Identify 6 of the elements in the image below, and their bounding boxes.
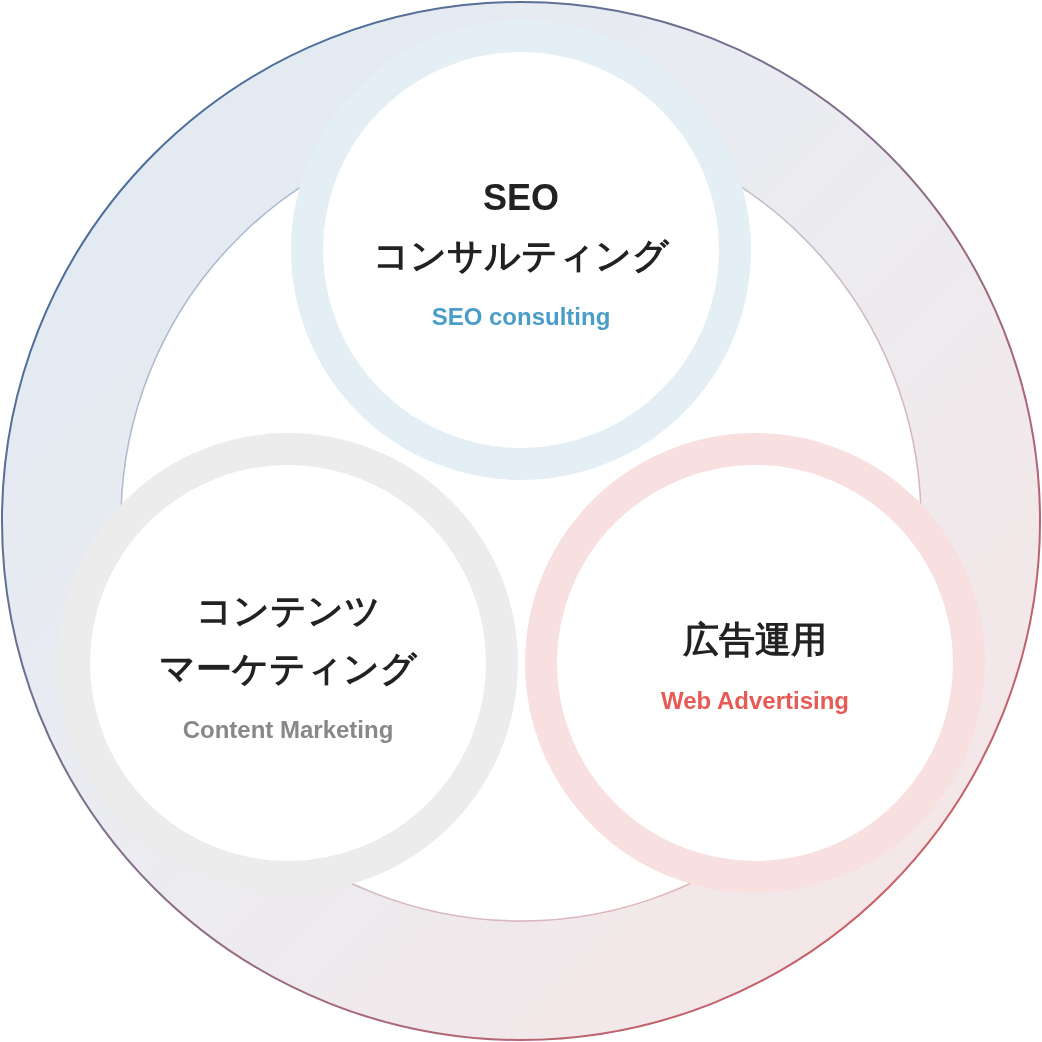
service-subtitle: Content Marketing — [182, 715, 394, 744]
service-subtitle: Web Advertising — [661, 686, 849, 715]
service-title: 広告運用 — [682, 618, 828, 663]
service-title: SEO コンサルティング — [372, 176, 671, 278]
service-title: コンテンツマーケティング — [158, 589, 419, 691]
service-subtitle: SEO consulting — [431, 302, 611, 331]
